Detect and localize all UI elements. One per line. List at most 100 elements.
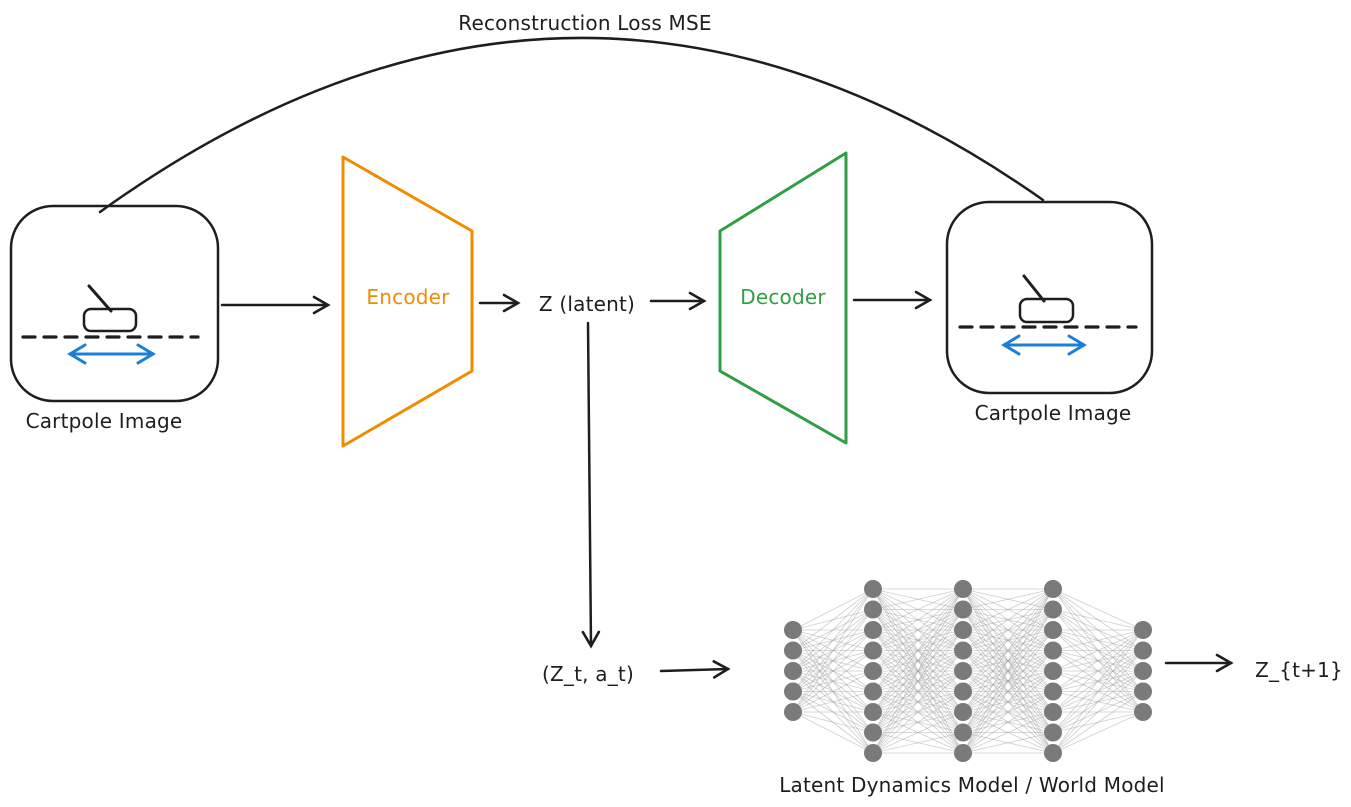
network-node — [954, 682, 972, 701]
network-edge — [1052, 629, 1144, 692]
network-node — [864, 621, 882, 639]
network-edge — [792, 609, 874, 713]
network-edge — [792, 588, 874, 692]
output-pole-icon — [1022, 274, 1046, 303]
latent-label: Z (latent) — [539, 292, 635, 316]
network-node — [954, 662, 972, 680]
network-edge — [872, 588, 964, 631]
network-edge — [872, 711, 964, 754]
network-edge — [1052, 588, 1144, 631]
network-edge — [962, 588, 1054, 713]
network-edge — [792, 650, 874, 713]
network-edge — [872, 588, 964, 713]
network-edge — [1052, 629, 1144, 754]
network-edge — [1052, 629, 1144, 713]
network-edge — [792, 670, 874, 713]
arrow-input-to-world-model — [659, 660, 731, 679]
input-image-frame — [9, 204, 220, 403]
network-edge — [792, 629, 874, 713]
network-node — [954, 744, 972, 762]
network-node — [1044, 703, 1062, 721]
network-edge — [872, 588, 964, 651]
network-node — [954, 600, 972, 619]
network-node — [864, 662, 882, 680]
network-edge — [962, 629, 1054, 754]
network-edge — [872, 732, 964, 754]
network-node — [1044, 723, 1062, 742]
network-edge — [872, 629, 964, 754]
reconstruction-loss-label: Reconstruction Loss MSE — [458, 11, 711, 35]
network-edge — [872, 609, 964, 754]
network-node — [864, 723, 882, 742]
reconstruction-loss-arc — [98, 36, 1045, 214]
output-cart-icon — [1018, 297, 1075, 324]
network-edge — [792, 711, 874, 733]
network-node — [864, 744, 882, 762]
network-node — [1134, 662, 1152, 680]
network-node — [784, 621, 802, 639]
network-edge — [872, 691, 964, 754]
network-node — [1134, 641, 1152, 660]
output-image-label: Cartpole Image — [975, 401, 1132, 425]
network-edge — [1052, 629, 1144, 651]
network-node — [784, 641, 802, 660]
network-edge — [962, 588, 1054, 692]
network-node — [1044, 682, 1062, 701]
decoder-shape — [718, 151, 848, 445]
network-node — [784, 662, 802, 680]
encoder-label: Encoder — [366, 285, 450, 309]
network-edge — [792, 588, 874, 713]
network-edge — [962, 670, 1054, 754]
arrow-latent-to-dynamics-input — [581, 321, 601, 649]
network-node — [864, 703, 882, 721]
network-node — [864, 600, 882, 619]
network-edge — [792, 691, 874, 713]
network-edge — [962, 691, 1054, 754]
network-node — [1044, 580, 1062, 598]
network-edge — [872, 588, 964, 692]
input-image-label: Cartpole Image — [26, 409, 183, 433]
network-edge — [1052, 629, 1144, 733]
world-model-network — [784, 580, 1152, 762]
network-node — [954, 641, 972, 660]
network-node — [954, 723, 972, 742]
network-edge — [962, 650, 1054, 754]
output-image-frame — [945, 200, 1154, 395]
network-edge — [962, 711, 1054, 754]
network-edge — [792, 588, 874, 672]
network-edge — [962, 588, 1054, 672]
encoder-block: Encoder — [341, 155, 474, 448]
network-edge — [872, 650, 964, 754]
dynamics-input-label: (Z_t, a_t) — [542, 662, 634, 686]
output-cartpole-image: Cartpole Image — [945, 200, 1154, 425]
network-edge — [872, 670, 964, 754]
network-node — [1044, 744, 1062, 762]
network-edge — [962, 588, 1054, 631]
network-edge — [962, 732, 1054, 754]
network-edge — [872, 588, 964, 672]
network-edge — [792, 588, 874, 631]
network-node — [1044, 621, 1062, 639]
network-edge — [792, 711, 874, 754]
dynamics-output-label: Z_{t+1} — [1255, 658, 1343, 682]
input-cartpole-image: Cartpole Image — [9, 204, 220, 433]
network-edge — [1052, 650, 1144, 754]
network-node — [954, 621, 972, 639]
network-edge — [1052, 670, 1144, 754]
network-edge — [1052, 629, 1144, 672]
network-edge — [962, 609, 1054, 754]
network-node — [1134, 621, 1152, 639]
network-node — [784, 682, 802, 701]
network-edge — [962, 588, 1054, 754]
network-node — [954, 580, 972, 598]
network-edge — [1052, 691, 1144, 754]
input-cart-icon — [82, 307, 138, 333]
decoder-block: Decoder — [718, 151, 848, 445]
network-node — [784, 703, 802, 721]
decoder-label: Decoder — [740, 285, 826, 309]
network-edge — [962, 588, 1054, 610]
network-edge — [792, 588, 874, 651]
network-node — [954, 703, 972, 721]
network-edge — [962, 588, 1054, 733]
